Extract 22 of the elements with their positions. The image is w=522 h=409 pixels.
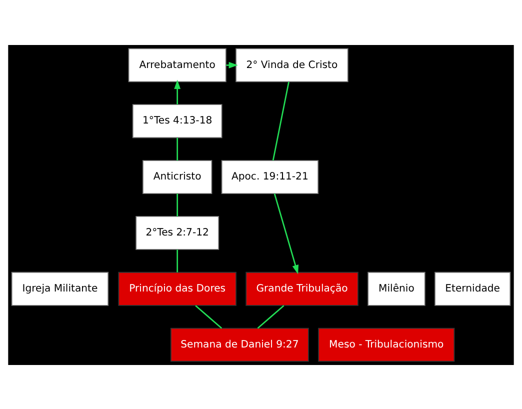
- node-box: Princípio das Dores: [118, 271, 236, 306]
- node-box: Arrebatamento: [128, 48, 226, 82]
- node-box: 1°Tes 4:13-18: [132, 104, 222, 138]
- arrow: [174, 79, 181, 104]
- connector: [176, 137, 178, 160]
- node-box: 2° Vinda de Cristo: [236, 48, 348, 82]
- arrow: [226, 61, 238, 68]
- node-box: Anticristo: [142, 160, 212, 194]
- node-box: Milênio: [368, 271, 426, 306]
- node-box: Apoc. 19:11-21: [221, 160, 319, 194]
- node-box: Semana de Daniel 9:27: [170, 327, 309, 362]
- connector: [257, 304, 284, 328]
- node-box: Igreja Militante: [11, 271, 109, 306]
- connector: [176, 249, 178, 272]
- connector: [195, 304, 222, 328]
- node-box: Meso - Tribulacionismo: [318, 327, 455, 362]
- arrow: [274, 193, 299, 274]
- node-box: Eternidade: [434, 271, 511, 306]
- connector: [272, 81, 290, 160]
- node-box: 2°Tes 2:7-12: [136, 216, 220, 250]
- node-box: Grande Tribulação: [246, 271, 358, 306]
- connector: [176, 193, 178, 216]
